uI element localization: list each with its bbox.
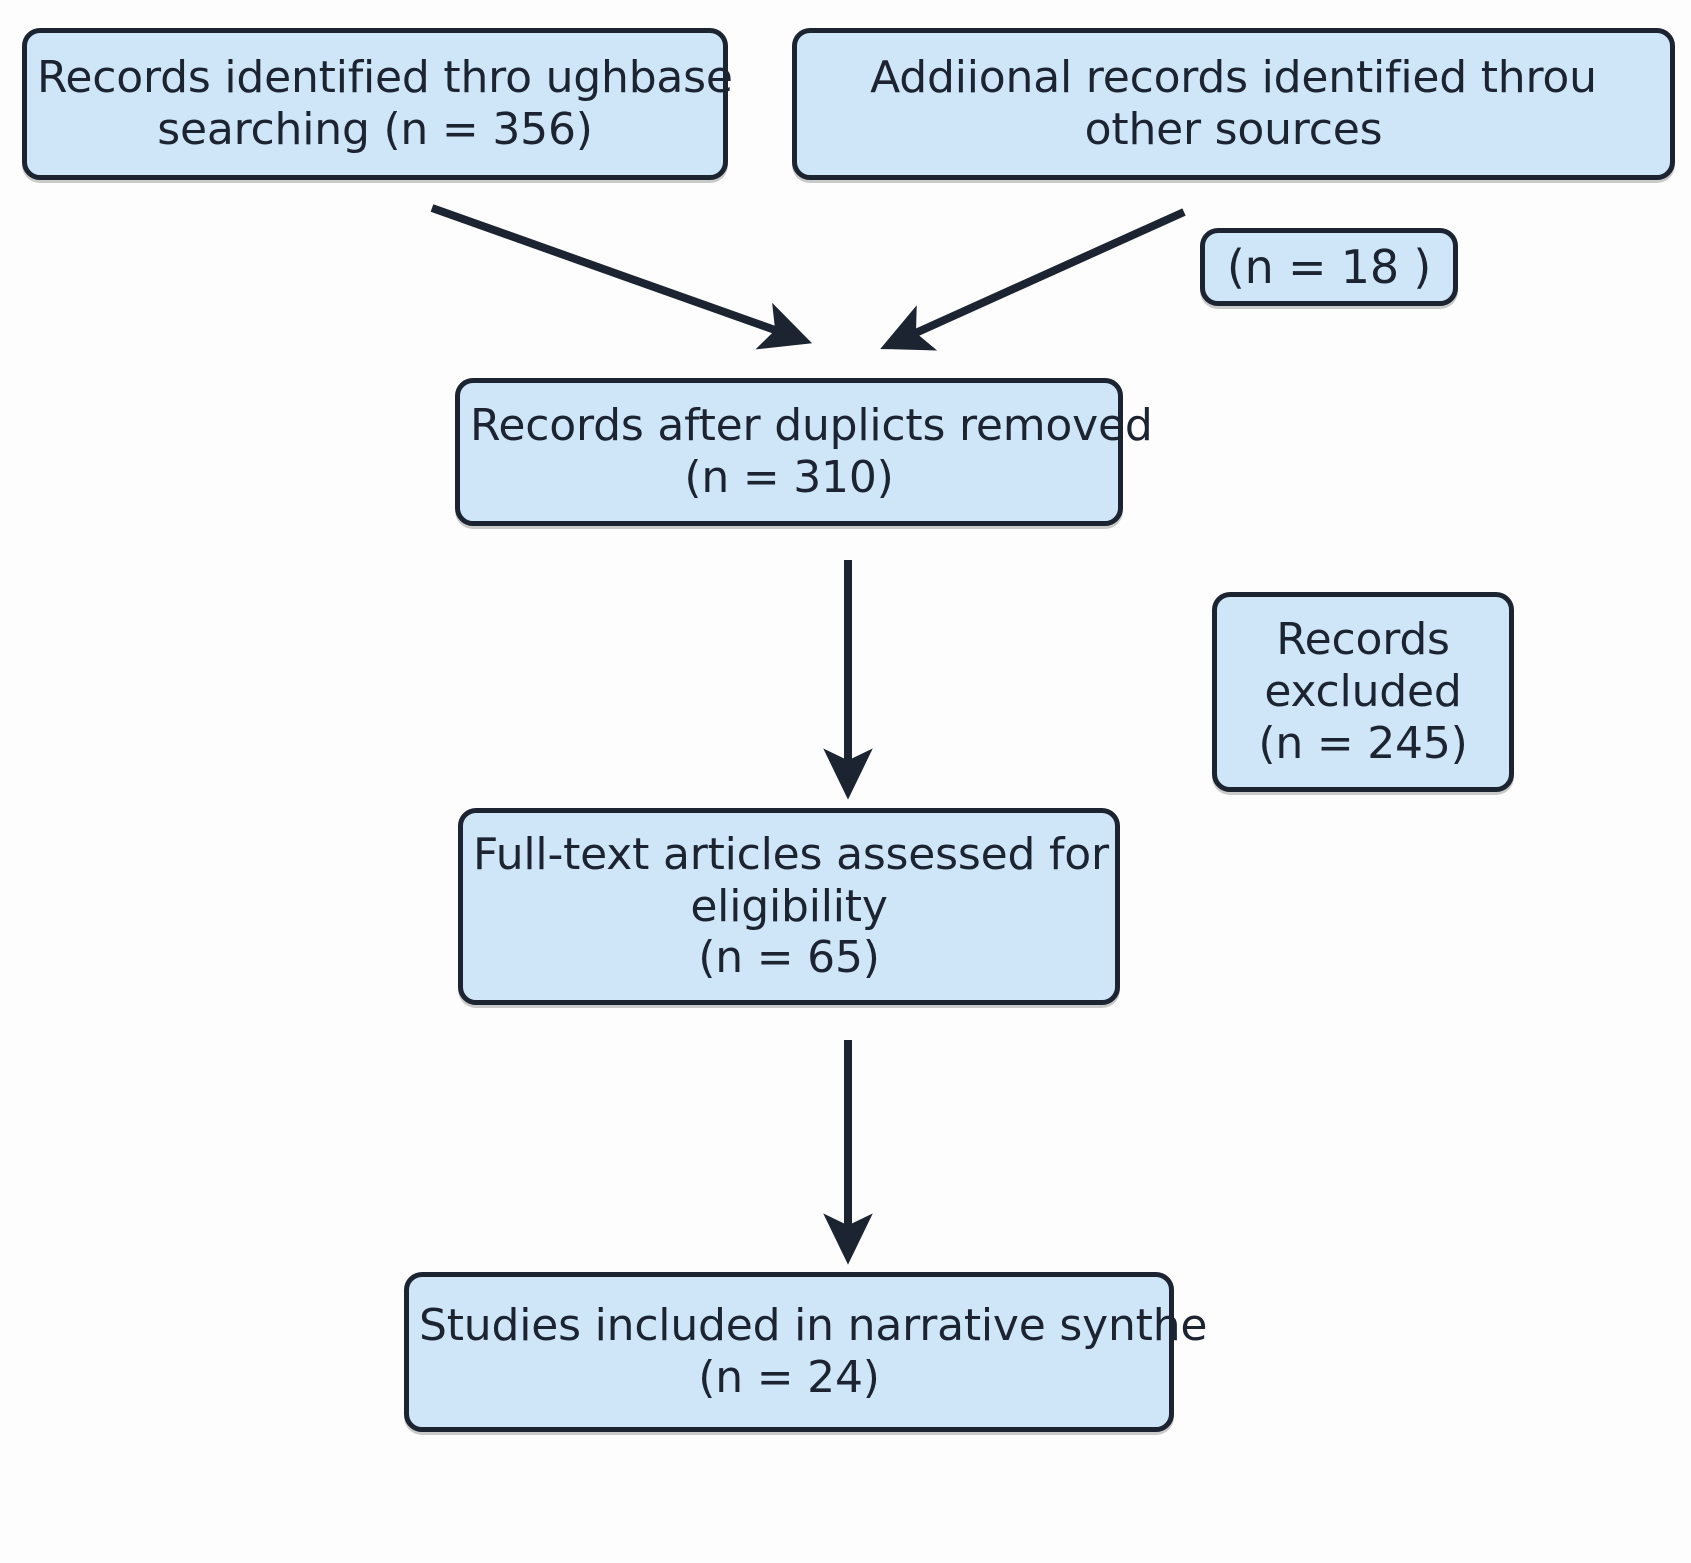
records-after-duplicates-line-2: (n = 310) (684, 452, 894, 503)
studies-included-line-2: (n = 24) (698, 1352, 880, 1403)
full-text-assessed-line-1: Full-text articles assessed for (473, 828, 1109, 880)
records-after-duplicates-box[interactable]: Records after duplicts removed (n = 310) (455, 378, 1153, 526)
records-excluded-box[interactable]: Records excluded (n = 245) (1212, 592, 1514, 792)
other-sources-count-line-1: (n = 18 ) (1226, 239, 1432, 294)
records-identified-line-2: searching (n = 356) (157, 104, 593, 155)
full-text-assessed-box[interactable]: Full-text articles assessed for eligibil… (458, 808, 1120, 1005)
records-excluded-line-2: excluded (1264, 666, 1462, 718)
full-text-assessed-line-3: (n = 65) (698, 932, 880, 984)
arrow-identified-to-dedup (430, 204, 813, 350)
full-text-assessed-line-2: eligibility (690, 880, 888, 932)
other-sources-count-box[interactable]: (n = 18 ) (1200, 228, 1458, 306)
additional-records-line-2: other sources (1084, 104, 1383, 155)
records-excluded-line-3: (n = 245) (1258, 717, 1468, 769)
records-excluded-line-1: Records (1276, 614, 1450, 666)
records-after-duplicates-line-1: Records after duplicts removed (470, 400, 1153, 452)
records-identified-line-1: Records identified thro ughbase (37, 52, 733, 104)
studies-included-box[interactable]: Studies included in narrative synthe (n … (404, 1272, 1208, 1432)
records-identified-box[interactable]: Records identified thro ughbase searchin… (22, 28, 733, 180)
studies-included-line-1: Studies included in narrative synthe (419, 1300, 1208, 1352)
additional-records-box[interactable]: Addiional records identified throu other… (792, 28, 1675, 180)
arrow-additional-to-dedup (880, 208, 1186, 351)
additional-records-line-1: Addiional records identified throu (870, 52, 1597, 104)
